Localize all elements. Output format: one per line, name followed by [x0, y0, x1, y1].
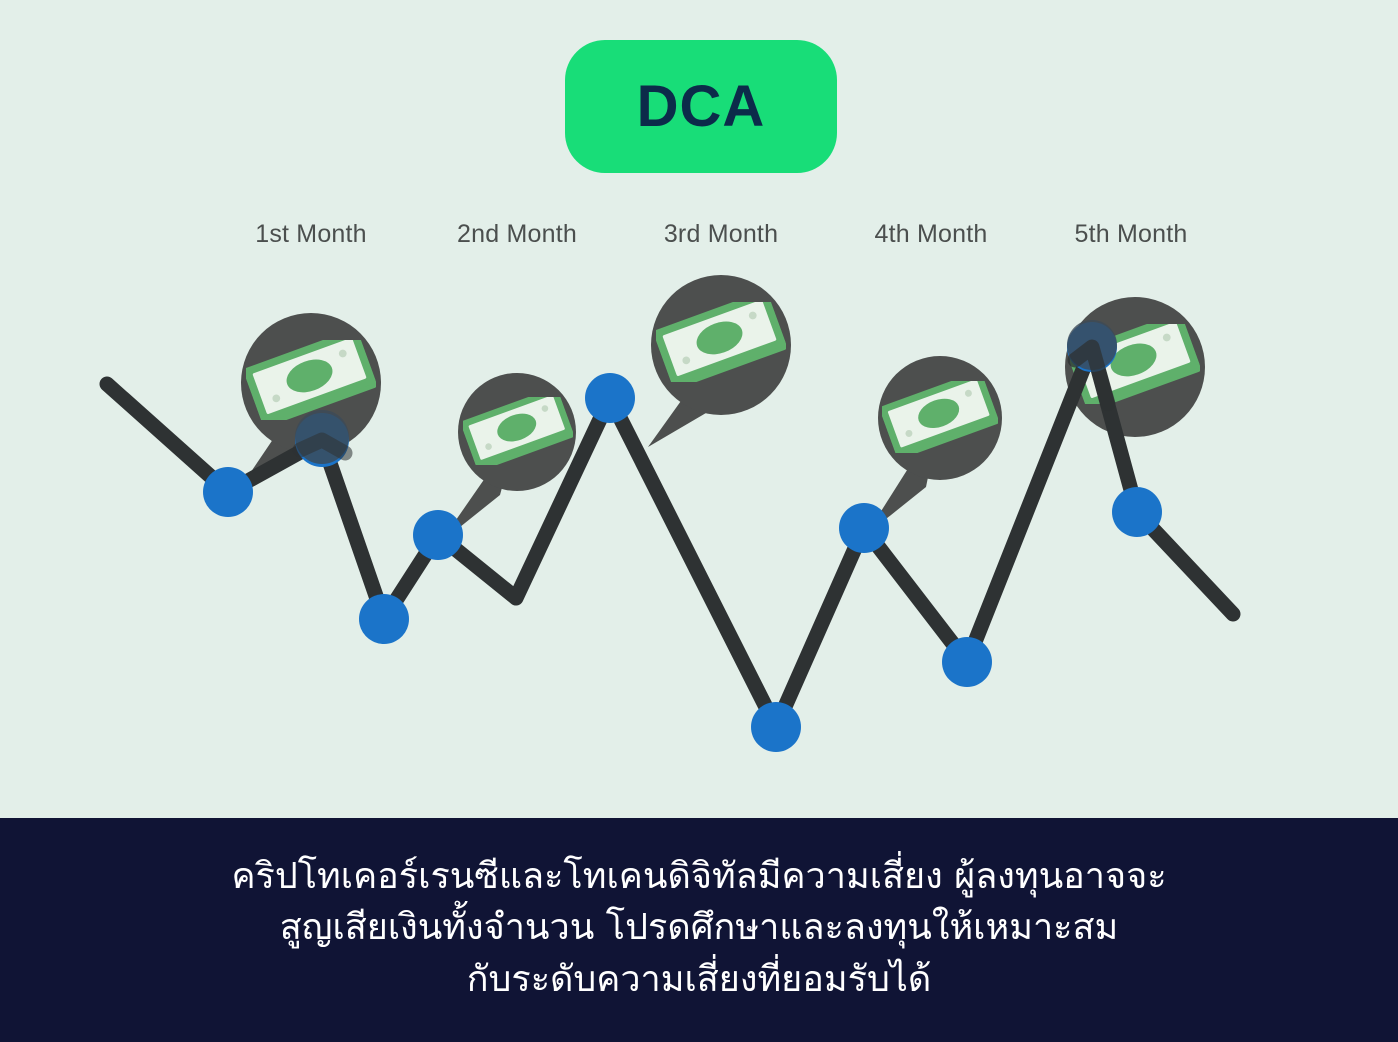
disclaimer-line-1: คริปโทเคอร์เรนซีและโทเคนดิจิทัลมีความเสี… [231, 856, 1167, 898]
callout-4th-month [866, 356, 1002, 535]
purchase-marker[interactable] [942, 637, 992, 687]
purchase-marker[interactable] [203, 467, 253, 517]
purchase-marker[interactable] [585, 373, 635, 423]
dca-badge: DCA [565, 40, 837, 173]
chart-area: DCA 1st Month 2nd Month 3rd Month 4th Mo… [99, 40, 1241, 752]
month-label-3: 3rd Month [663, 220, 779, 248]
month-label-2: 2nd Month [457, 220, 577, 248]
month-label-4: 4th Month [874, 220, 988, 248]
purchase-marker[interactable] [839, 503, 889, 553]
purchase-marker[interactable] [751, 702, 801, 752]
disclaimer-banner: คริปโทเคอร์เรนซีและโทเคนดิจิทัลมีความเสี… [0, 818, 1398, 1042]
callout-2nd-month [440, 373, 576, 543]
month-label-1: 1st Month [255, 220, 367, 248]
price-line-chart [99, 275, 1241, 752]
purchase-markers [203, 373, 1162, 752]
month-label-5: 5th Month [1074, 220, 1188, 248]
dca-badge-label: DCA [636, 73, 766, 139]
purchase-marker[interactable] [1112, 487, 1162, 537]
callout-3rd-month [648, 275, 791, 447]
price-line-overlay-1 [292, 432, 353, 461]
purchase-marker[interactable] [413, 510, 463, 560]
disclaimer-line-3: กับระดับความเสี่ยงที่ยอมรับได้ [466, 958, 932, 1000]
purchase-marker[interactable] [359, 594, 409, 644]
price-line-overlay-2 [1067, 339, 1116, 412]
disclaimer-line-2: สูญเสียเงินทั้งจำนวน โปรดศึกษาและลงทุนให… [279, 907, 1119, 949]
callout-group [232, 275, 1205, 543]
